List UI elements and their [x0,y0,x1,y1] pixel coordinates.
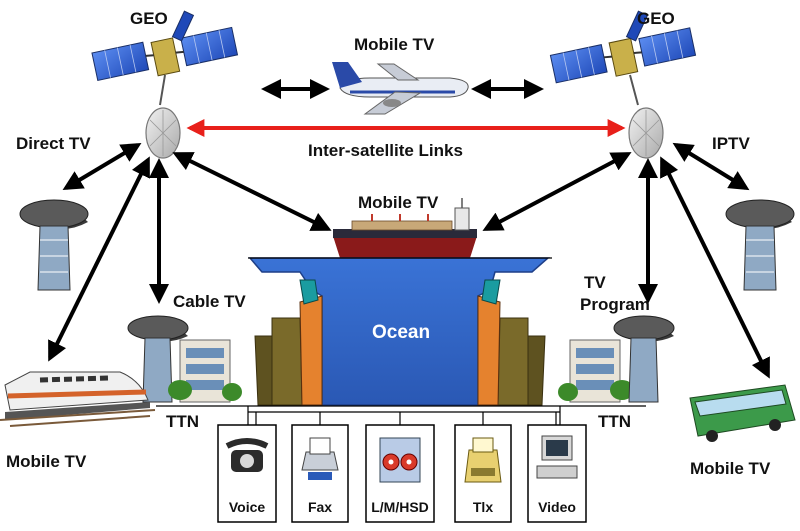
service-label: Voice [229,499,266,515]
direct-tv-label: Direct TV [16,134,91,153]
tv-program-line2: Program [580,295,650,314]
service-tree [156,405,646,425]
service-box: Fax [291,424,349,523]
service-label: Fax [308,499,332,515]
tv-program-station [558,315,675,403]
cable-tv-label: Cable TV [173,292,246,311]
computer-icon [536,435,578,479]
dish-antenna-icon [145,107,181,159]
telephone-icon [225,438,269,472]
link-arrows [48,79,770,379]
dish-antenna-icon [19,199,89,291]
iptv-dish [725,199,795,291]
geo-satellite-right [549,10,697,159]
service-box: L/M/HSD [365,424,435,523]
dish-antenna-icon [725,199,795,291]
ship-icon [333,198,477,258]
train-icon [0,371,156,427]
fax-icon [301,437,339,480]
ocean-label: Ocean [372,322,431,343]
mobile-tv-bus-label: Mobile TV [690,459,771,478]
tape-drive-icon [379,437,421,483]
service-box: Video [527,424,587,523]
ttn-label-left: TTN [166,412,200,431]
mobile-tv-train-label: Mobile TV [6,452,87,471]
dish-antenna-icon [613,315,675,403]
service-label: Tlx [473,499,493,515]
airplane-icon [332,62,469,115]
mobile-tv-label-top: Mobile TV [354,35,435,54]
mobile-tv-ship-label: Mobile TV [358,193,439,212]
iptv-label: IPTV [712,134,750,153]
cable-tv-station [127,315,242,403]
ttn-label-right: TTN [598,412,632,431]
building-icon [558,339,634,403]
service-label: Video [538,499,576,515]
satellite-icon [91,10,239,106]
service-box: Voice [217,424,277,523]
tv-program-label: TV Program [580,272,650,316]
service-box: Tlx [454,424,512,523]
ocean-area [248,257,552,406]
bus-icon [689,384,796,442]
direct-tv-dish [19,199,89,291]
geo-satellite-left [91,10,239,159]
geo-label-right: GEO [637,9,675,28]
service-label: L/M/HSD [371,499,429,515]
building-icon [168,339,242,403]
geo-label-left: GEO [130,9,168,28]
satellite-icon [549,10,697,106]
service-boxes: Voice Fax L/M/HSD Tlx Video [217,424,587,523]
inter-satellite-links-label: Inter-satellite Links [308,141,463,160]
telex-icon [464,437,502,483]
tv-program-line1: TV [584,273,606,292]
dish-antenna-icon [628,107,664,159]
